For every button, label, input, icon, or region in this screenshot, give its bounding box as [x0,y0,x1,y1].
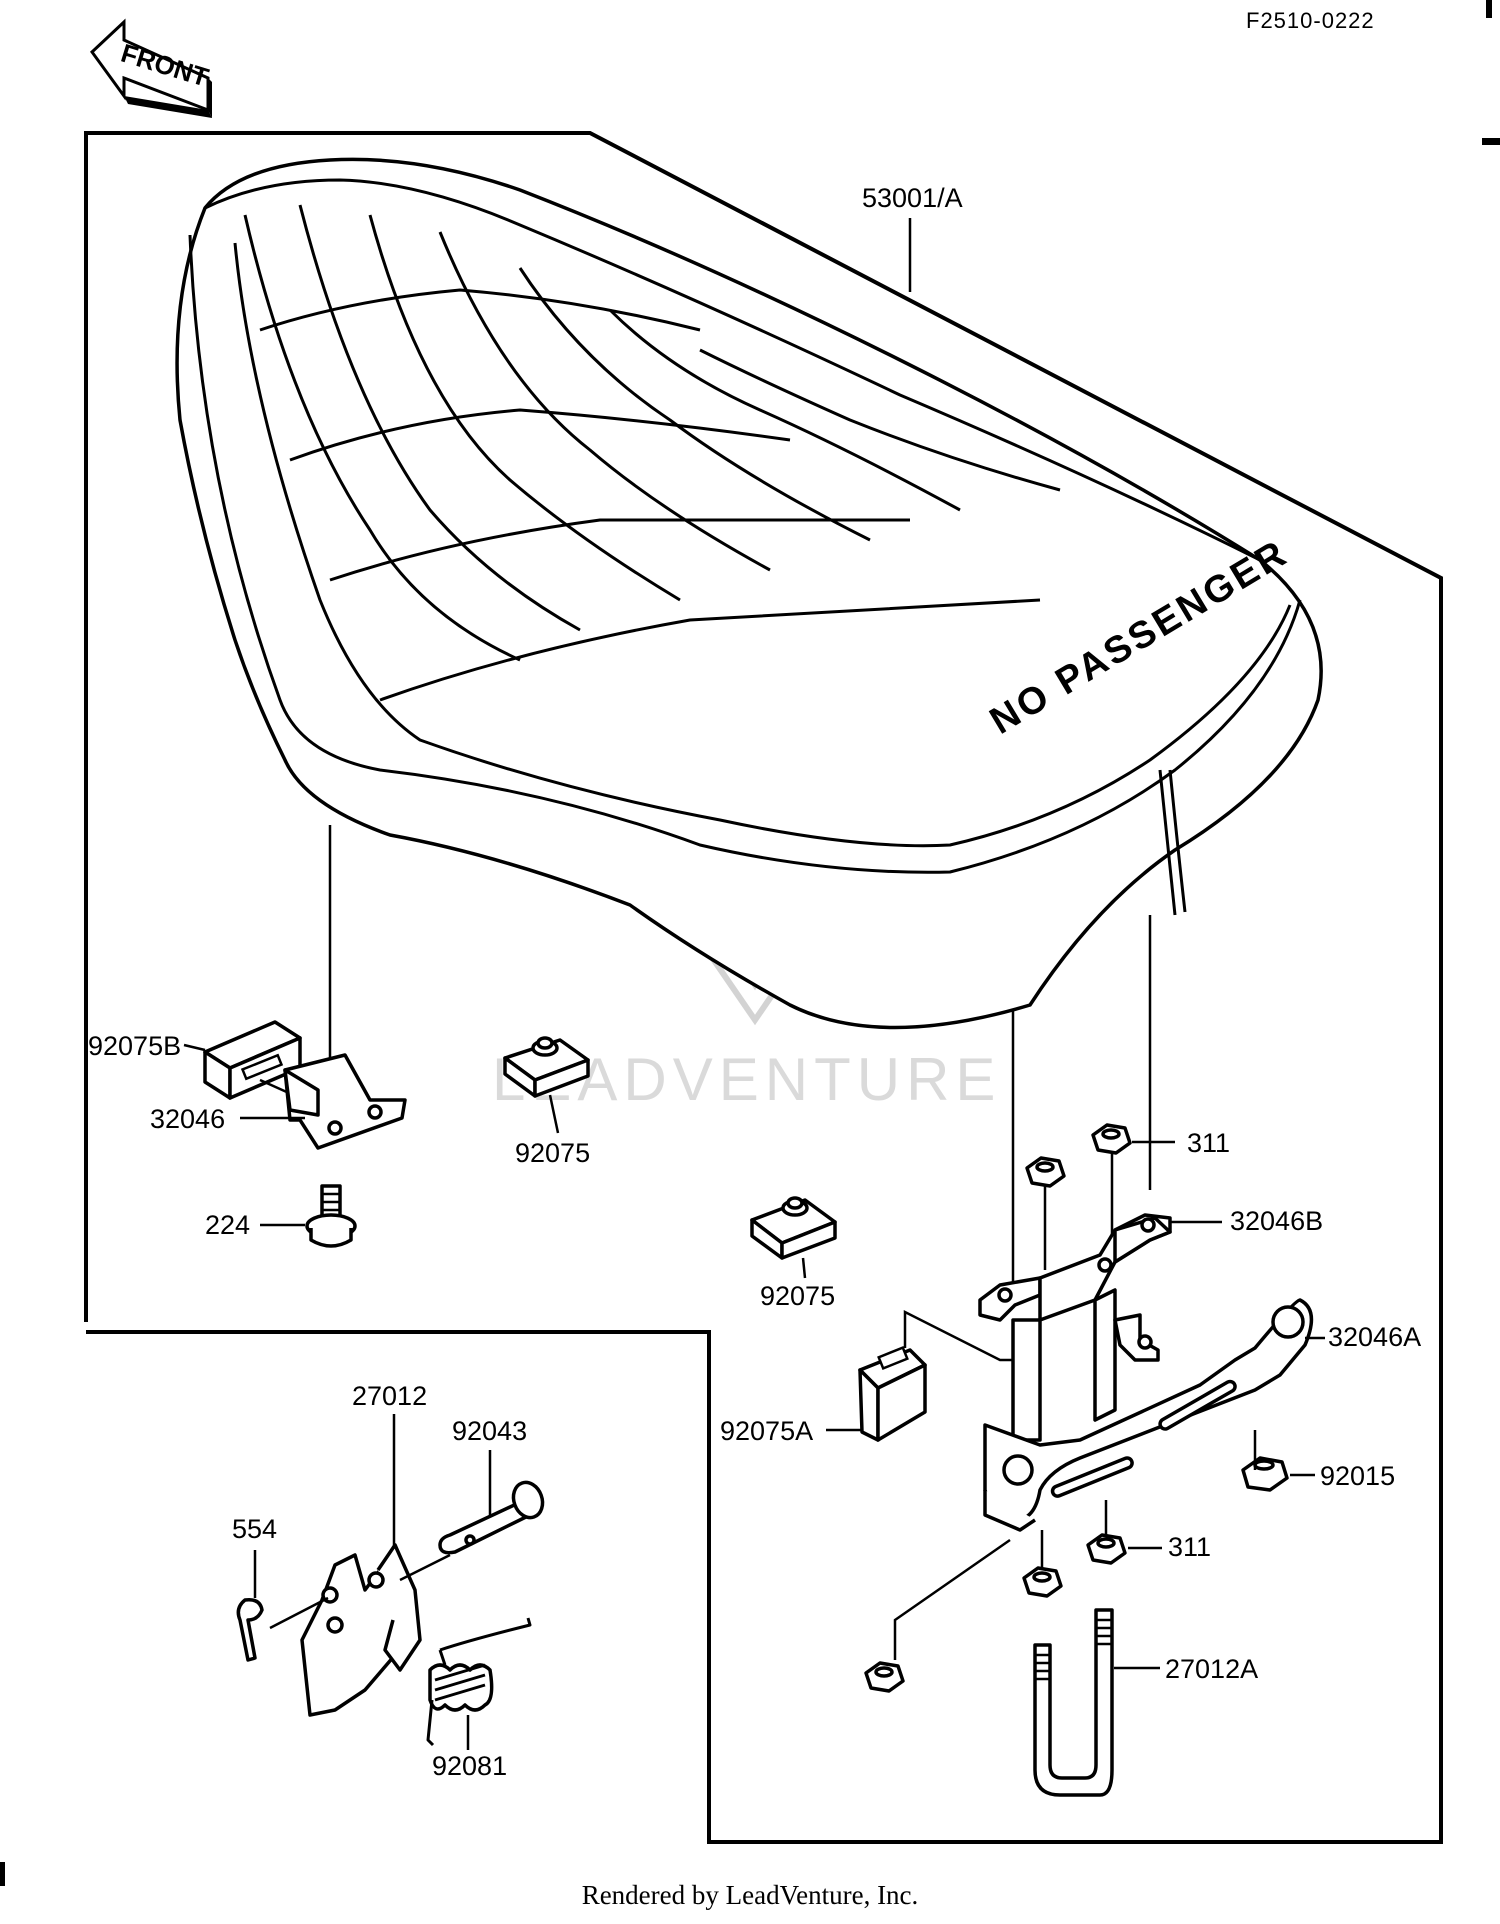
nut-92015 [1241,1456,1289,1492]
bracket-strut [1011,1288,1160,1442]
callout-nut-92015: 92015 [1320,1461,1395,1491]
bracket-32046a [983,1298,1314,1532]
damper-92075b [203,1020,302,1100]
leader-pin-2 [399,1553,451,1582]
bracket-32046 [283,1053,407,1150]
bolt-224 [305,1184,357,1248]
callout-pin: 92043 [452,1416,527,1446]
callout-seat-assy: 53001/A [862,183,963,213]
callout-cotter: 554 [232,1514,277,1544]
callout-spring: 92081 [432,1751,507,1781]
callout-bracket-b: 32046B [1230,1206,1323,1236]
seat-assembly: NO PASSENGER [175,157,1323,1030]
leader-cotter-2 [269,1596,329,1630]
callout-damper-center: 92075 [515,1138,590,1168]
leader-damper-b [183,1043,206,1052]
callout-bracket-left: 32046 [150,1104,225,1134]
callout-bolt: 224 [205,1210,250,1240]
callout-nut-top: 311 [1187,1128,1230,1158]
callout-hinge: 27012 [352,1381,427,1411]
leader-nut-left [893,1538,1011,1660]
pin-92043 [438,1480,545,1555]
damper-92075-center [503,1036,590,1098]
edge-mark-top [1486,0,1492,18]
diagram-code: F2510-0222 [1246,8,1375,33]
callout-damper-lower: 92075 [760,1281,835,1311]
footer-credit: Rendered by LeadVenture, Inc. [581,1880,919,1910]
callout-nut-bottom: 311 [1168,1532,1211,1562]
leader-damper-a-2 [903,1309,1013,1362]
damper-92075a [858,1345,927,1442]
edge-mark-right [1482,138,1500,145]
front-arrow-icon: FRONT [90,18,212,118]
nut-311-bottom [864,1533,1127,1693]
ubolt-27012a [1033,1608,1114,1797]
callout-damper-a: 92075A [720,1416,813,1446]
callout-damper-b: 92075B [88,1031,181,1061]
assembly-frame [84,131,1443,1844]
callout-ubolt: 27012A [1165,1654,1258,1684]
hinge-27012 [300,1543,422,1717]
bracket-32046b [978,1213,1172,1322]
leader-damper-center [548,1094,560,1134]
cotter-554 [236,1597,264,1662]
callout-bracket-a: 32046A [1328,1322,1421,1352]
nut-311-top [1025,1123,1132,1188]
edge-mark-left [0,1862,5,1886]
spring-92081 [426,1617,532,1747]
leader-damper-lower [801,1257,807,1279]
damper-92075-lower [750,1196,837,1260]
